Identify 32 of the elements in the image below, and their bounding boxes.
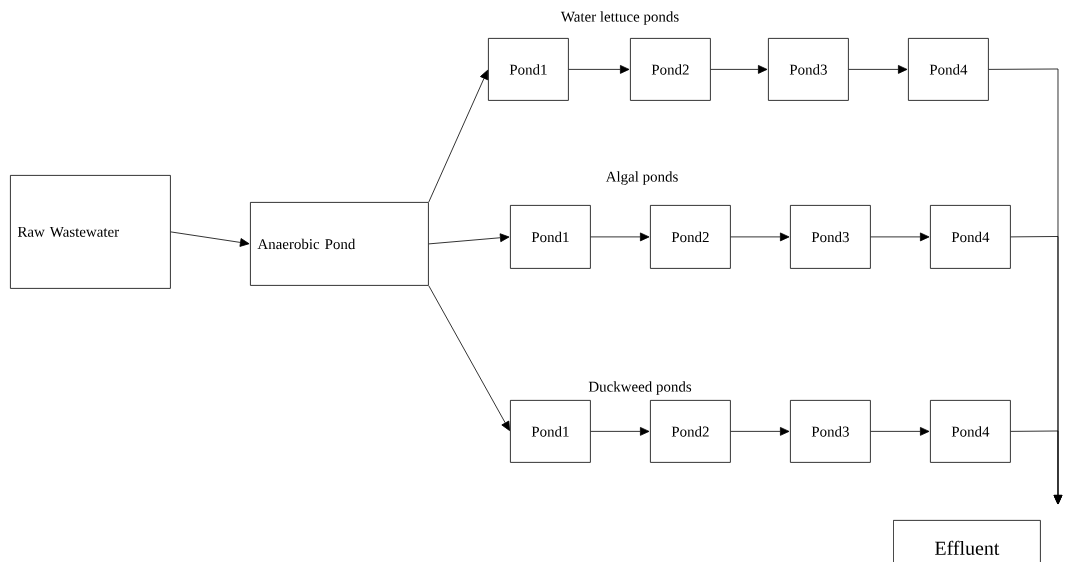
row-heading: Water lettuce ponds [560,11,679,25]
arrow [428,285,510,431]
process-box: Pond2 [650,400,731,463]
process-box: Pond3 [768,38,849,101]
arrow [590,427,650,436]
process-box: Raw Wastewater [10,175,171,289]
row-heading: Duckweed ponds [588,381,692,395]
arrow [170,231,250,247]
arrow [710,65,768,74]
process-box: Pond1 [510,400,591,463]
process-box: Pond3 [790,205,871,269]
arrow [870,427,930,436]
arrow [568,65,630,74]
arrow [428,69,489,203]
arrow [870,232,930,242]
process-box: Pond2 [630,38,711,101]
process-box: Pond4 [930,400,1011,463]
process-box: Pond2 [650,205,731,269]
arrow [730,232,790,242]
arrow [428,233,510,245]
arrow [730,427,790,436]
process-box: Pond4 [908,38,989,101]
process-box: Effluent [893,520,1041,562]
process-box: Pond3 [790,400,871,463]
arrow [848,65,908,74]
arrow [590,232,650,242]
process-box: Pond4 [930,205,1011,269]
process-box: Pond1 [488,38,569,101]
process-box: Pond1 [510,205,591,269]
arrow [1010,430,1063,505]
row-heading: Algal ponds [605,171,678,185]
process-box: Anaerobic Pond [250,202,429,286]
